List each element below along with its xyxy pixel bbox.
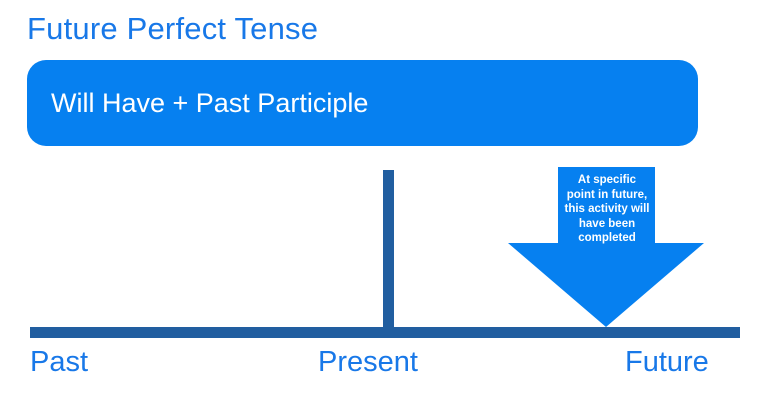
formula-box: Will Have + Past Participle (27, 60, 698, 146)
timeline-label-present: Present (318, 346, 418, 378)
formula-text: Will Have + Past Participle (51, 88, 369, 118)
present-tick-marker (383, 170, 394, 328)
timeline-label-future: Future (625, 346, 709, 378)
page-title: Future Perfect Tense (27, 11, 319, 46)
timeline-baseline (30, 327, 740, 338)
future-arrow-callout: At specific point in future, this activi… (508, 167, 704, 327)
timeline-label-past: Past (30, 346, 89, 378)
down-arrow-icon (508, 167, 704, 327)
